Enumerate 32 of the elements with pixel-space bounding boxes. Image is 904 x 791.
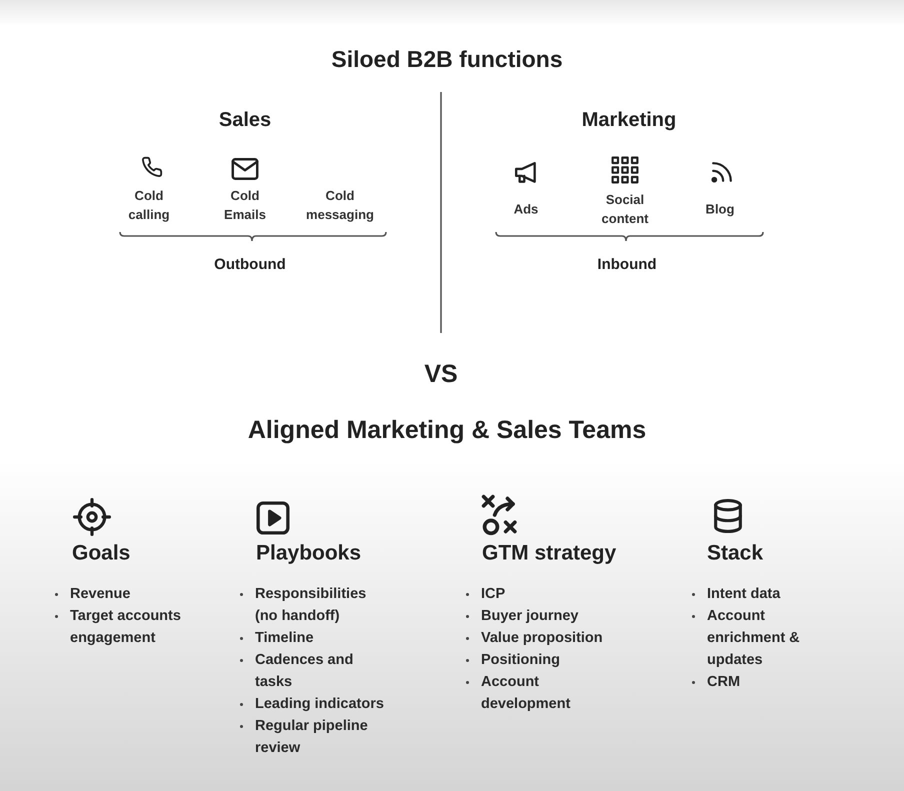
item-label: Cold Emails [224,187,266,224]
column-heading: GTM strategy [482,540,616,566]
bullet-item: Positioning [466,649,560,671]
group-label: Inbound [597,256,657,274]
bullet-item: ICP [466,583,506,605]
versus-text: VS [424,359,458,389]
bullet-item: Regular pipeline review [240,715,390,759]
bullet-item: Target accounts engagement [55,605,205,649]
bullet-item: Intent data [692,583,780,605]
bullet-item: CRM [692,671,740,693]
subtitle-heading: Aligned Marketing & Sales Teams [248,415,646,445]
title-heading: Siloed B2B functions [331,46,563,74]
item-label: Blog [706,200,734,218]
column-heading: Goals [72,540,130,566]
bullet-item: Responsibilities (no handoff) [240,583,390,627]
bullet-item: Leading indicators [240,693,384,715]
item-label: Social content [602,191,648,228]
column-heading: Playbooks [256,540,362,566]
item-label: Ads [514,200,538,218]
group-label: Outbound [214,256,286,274]
column-heading: Stack [707,540,764,566]
section-heading: Marketing [582,108,676,132]
bullet-item: Revenue [55,583,130,605]
bullet-item: Cadences and tasks [240,649,390,693]
bullet-item: Account enrichment & updates [692,605,822,671]
item-label: Cold calling [128,187,170,224]
item-label: Cold messaging [306,187,374,224]
bullet-item: Buyer journey [466,605,578,627]
bullet-item: Timeline [240,627,314,649]
bullet-item: Value proposition [466,627,603,649]
section-heading: Sales [218,108,272,132]
bullet-item: Account development [466,671,626,715]
